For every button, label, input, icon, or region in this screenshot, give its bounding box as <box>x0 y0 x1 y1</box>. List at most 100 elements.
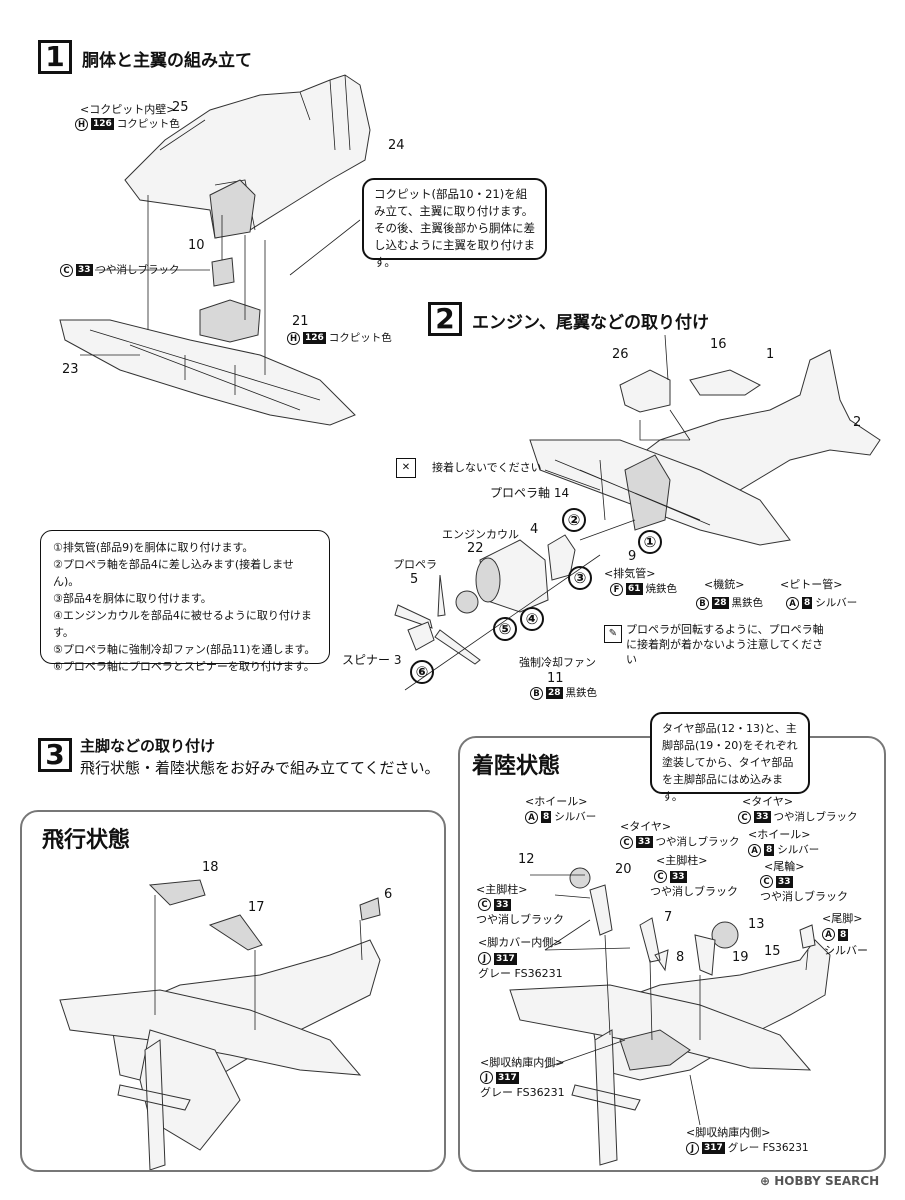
paint-letter: J <box>686 1141 699 1155</box>
paint-color: つや消しブラック <box>655 836 740 848</box>
paint-letter: F <box>610 582 623 596</box>
step-circle-2: ② <box>562 508 586 532</box>
cockpit-wall-label: <コクピット内壁> <box>80 103 176 116</box>
propeller-number: 5 <box>410 572 419 587</box>
instruction-item: ④エンジンカウルを部品4に被せるように取り付けます。 <box>53 609 312 639</box>
paint-color: シルバー <box>777 844 820 856</box>
gun-paint: B 28 黒鉄色 <box>696 596 763 610</box>
step-circle-4: ④ <box>520 607 544 631</box>
instruction-item: ⑥プロペラ軸にプロペラとスピナーを取り付けます。 <box>53 660 315 673</box>
paint-letter: A <box>748 843 761 857</box>
pitot-label: <ピトー管> <box>780 578 843 591</box>
paint-letter: C <box>654 870 667 883</box>
part21-paint: H 126 コクピット色 <box>287 331 392 345</box>
tire-right-paint: C 33 つや消しブラック <box>738 810 858 824</box>
part-17: 17 <box>248 900 265 915</box>
cover-inner-color: グレー FS36231 <box>478 967 563 980</box>
paint-number: 33 <box>670 870 687 883</box>
paint-color: 黒鉄色 <box>731 597 764 609</box>
gun-label: <機銃> <box>704 578 745 591</box>
part-4: 4 <box>530 522 539 537</box>
tail-leg-label: <尾脚> <box>822 912 863 925</box>
cowl-label: エンジンカウル <box>442 528 519 541</box>
paint-letter: J <box>480 1071 493 1084</box>
part-20: 20 <box>615 862 632 877</box>
flight-state-title: 飛行状態 <box>42 828 131 853</box>
tail-wheel-label: <尾輪> <box>764 860 805 873</box>
step1-title: 胴体と主翼の組み立て <box>82 51 252 71</box>
part-21: 21 <box>292 314 309 329</box>
paint-letter: B <box>530 686 543 700</box>
paint-letter: A <box>525 810 538 824</box>
paint-letter: J <box>478 952 491 965</box>
paint-number: 317 <box>496 1071 519 1084</box>
no-glue-icon: ✕ <box>396 458 416 478</box>
wheel-left-label: <ホイール> <box>525 795 588 808</box>
part-1: 1 <box>766 347 775 362</box>
main-strut-paint: C 33 <box>478 898 511 911</box>
watermark: ⊕ HOBBY SEARCH <box>760 1174 879 1188</box>
paint-number: 8 <box>802 597 813 609</box>
part-16: 16 <box>710 337 727 352</box>
paint-letter: C <box>478 898 491 911</box>
pitot-paint: A 8 シルバー <box>786 596 857 610</box>
part-19: 19 <box>732 950 749 965</box>
tail-leg-paint: A 8 <box>822 928 849 941</box>
tire-right-label: <タイヤ> <box>742 795 794 808</box>
prop-shaft-label: プロペラ軸 14 <box>490 486 570 500</box>
wheel-right-label: <ホイール> <box>748 828 811 841</box>
cowl-number: 22 <box>467 541 484 556</box>
landing-instruction-bubble: タイヤ部品(12・13)と、主脚部品(19・20)をそれぞれ塗装してから、タイヤ… <box>650 712 810 803</box>
fan-number: 11 <box>547 671 564 686</box>
wheel-right-paint: A 8 シルバー <box>748 843 819 857</box>
part-24: 24 <box>388 138 405 153</box>
paint-number: 33 <box>76 264 93 276</box>
bay-inner-left-color: グレー FS36231 <box>480 1086 565 1099</box>
part-25: 25 <box>172 100 189 115</box>
fan-label: 強制冷却ファン <box>519 656 596 669</box>
paint-number: 61 <box>626 583 643 595</box>
bay-inner-left-label: <脚収納庫内側> <box>480 1056 565 1069</box>
part-7: 7 <box>664 910 673 925</box>
paint-number: 33 <box>776 875 793 888</box>
paint-letter: A <box>786 596 799 610</box>
main-strut-label: <主脚柱> <box>476 883 528 896</box>
bay-inner-bottom-label: <脚収納庫内側> <box>686 1126 771 1139</box>
tail-wheel-color: つや消しブラック <box>760 890 848 903</box>
paint-number: 33 <box>636 836 653 848</box>
paint-color: シルバー <box>815 597 858 609</box>
paint-color: つや消しブラック <box>95 264 180 276</box>
paint-color: 焼鉄色 <box>645 583 678 595</box>
part-23: 23 <box>62 362 79 377</box>
part-18: 18 <box>202 860 219 875</box>
paint-number: 317 <box>702 1142 725 1154</box>
paint-number: 8 <box>541 811 552 823</box>
step3-subtitle: 飛行状態・着陸状態をお好みで組み立ててください。 <box>80 759 440 777</box>
instruction-item: ①排気管(部品9)を胴体に取り付けます。 <box>53 541 254 554</box>
step1-number: 1 <box>38 40 72 74</box>
paint-number: 28 <box>712 597 729 609</box>
watermark-icon: ⊕ <box>760 1174 771 1188</box>
part-2: 2 <box>853 415 862 430</box>
paint-number: 8 <box>838 928 849 941</box>
paint-number: 126 <box>303 332 326 344</box>
paint-letter: C <box>620 835 633 849</box>
step-circle-3: ③ <box>568 566 592 590</box>
paint-number: 126 <box>91 118 114 130</box>
step3-number: 3 <box>38 738 72 772</box>
tire-left-paint: C 33 つや消しブラック <box>620 835 740 849</box>
fan-paint: B 28 黒鉄色 <box>530 686 597 700</box>
step-circle-5: ⑤ <box>493 617 517 641</box>
part-9: 9 <box>628 549 637 564</box>
tail-leg-color: シルバー <box>824 944 868 957</box>
propeller-label: プロペラ <box>393 558 437 571</box>
paint-number: 317 <box>494 952 517 965</box>
paint-letter: C <box>738 810 751 824</box>
paint-color: シルバー <box>554 811 597 823</box>
watermark-text: HOBBY SEARCH <box>774 1174 880 1188</box>
spinner-label: スピナー 3 <box>342 653 402 667</box>
exhaust-label: <排気管> <box>604 567 656 580</box>
paint-color: グレー FS36231 <box>727 1142 809 1154</box>
part10-paint: C 33 つや消しブラック <box>60 263 180 277</box>
